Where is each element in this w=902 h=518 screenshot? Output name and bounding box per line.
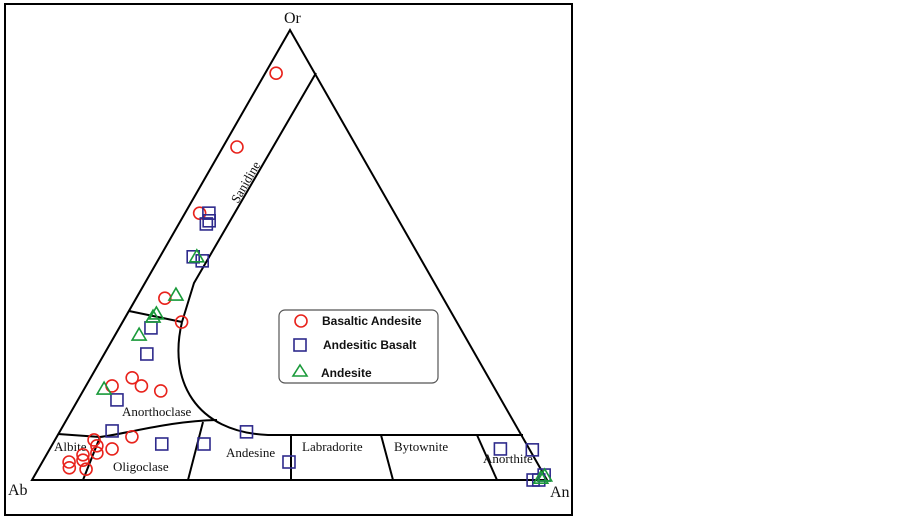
data-point-basaltic-andesite <box>90 446 104 460</box>
anorthoclase-curve-boundary <box>177 321 523 436</box>
data-point-andesite <box>95 380 113 395</box>
data-point-andesitic-basalt <box>186 250 200 264</box>
legend-label-andesite: Andesite <box>321 366 372 380</box>
legend-label-andesitic-basalt: Andesitic Basalt <box>323 338 416 352</box>
sanidine-boundary <box>181 72 317 323</box>
data-point-basaltic-andesite <box>269 66 283 80</box>
data-point-andesitic-basalt <box>154 437 169 451</box>
data-point-basaltic-andesite <box>90 438 104 453</box>
data-point-basaltic-andesite <box>105 442 119 456</box>
data-point-andesitic-basalt <box>202 214 216 228</box>
vertex-label-ab: Ab <box>8 482 28 499</box>
data-point-andesitic-basalt <box>493 442 508 456</box>
legend-square-icon <box>293 338 307 352</box>
data-point-andesite <box>188 248 206 263</box>
data-point-andesitic-basalt <box>105 424 119 438</box>
region-label-anorthoclase: Anorthoclase <box>122 404 192 419</box>
data-point-basaltic-andesite <box>62 461 77 475</box>
ternary-triangle <box>30 27 549 481</box>
data-point-basaltic-andesite <box>134 379 149 393</box>
data-point-andesitic-basalt <box>195 254 210 268</box>
legend-circle-icon <box>294 314 308 328</box>
region-label-bytownite: Bytownite <box>394 439 448 454</box>
data-point-andesitic-basalt <box>282 455 296 469</box>
data-point-andesite <box>144 308 162 323</box>
region-label-labradorite: Labradorite <box>302 439 363 454</box>
data-point-andesitic-basalt <box>197 437 211 451</box>
data-point-basaltic-andesite <box>125 371 139 385</box>
data-point-andesitic-basalt <box>239 425 254 439</box>
legend-triangle-icon <box>291 363 309 377</box>
data-point-basaltic-andesite <box>76 447 90 462</box>
legend-label-basaltic-andesite: Basaltic Andesite <box>322 314 422 328</box>
plot-frame <box>4 3 573 516</box>
oligoclase-top-boundary <box>57 419 218 439</box>
data-point-andesite <box>130 326 148 341</box>
data-point-andesitic-basalt <box>199 217 214 231</box>
data-points <box>62 66 554 487</box>
region-label-sanidine: Sanidine <box>228 158 264 205</box>
oligoclase-andesine-boundary <box>187 421 204 481</box>
legend: Basaltic Andesite Andesitic Basalt Andes… <box>278 309 439 384</box>
field-boundaries <box>57 72 523 481</box>
data-point-andesitic-basalt <box>525 443 540 457</box>
labradorite-bytownite-boundary <box>380 434 394 481</box>
data-point-andesite <box>167 286 185 301</box>
data-point-basaltic-andesite <box>125 429 139 444</box>
data-point-basaltic-andesite <box>79 462 93 477</box>
data-point-basaltic-andesite <box>153 384 168 398</box>
data-point-basaltic-andesite <box>76 453 90 468</box>
data-point-andesitic-basalt <box>110 393 124 407</box>
data-point-basaltic-andesite <box>174 315 189 329</box>
data-point-basaltic-andesite <box>158 291 172 306</box>
region-label-oligoclase: Oligoclase <box>113 459 169 474</box>
data-point-andesitic-basalt <box>202 206 216 220</box>
region-label-andesine: Andesine <box>226 445 275 460</box>
region-label-albite: Albite <box>54 439 87 454</box>
vertex-label-or: Or <box>284 10 302 27</box>
legend-box <box>278 309 439 384</box>
data-point-andesite <box>532 469 550 485</box>
data-point-andesitic-basalt <box>140 347 154 361</box>
data-point-basaltic-andesite <box>62 455 76 469</box>
data-point-andesitic-basalt <box>144 321 158 335</box>
data-point-andesite <box>147 305 165 320</box>
sanidine-anorthoclase-boundary <box>128 310 183 323</box>
bytownite-anorthite-boundary <box>476 434 498 481</box>
data-point-andesite <box>536 467 554 482</box>
data-point-basaltic-andesite <box>230 140 244 154</box>
vertex-label-an: An <box>550 484 570 501</box>
